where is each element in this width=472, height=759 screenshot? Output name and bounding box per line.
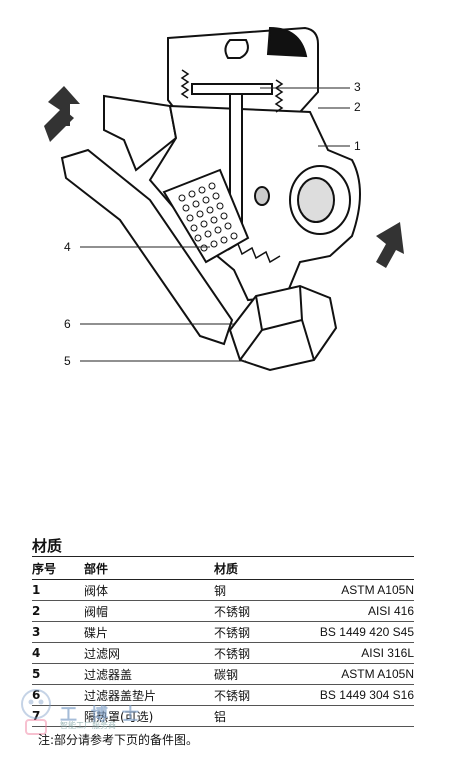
watermark-text: 工 博 士 (60, 705, 143, 725)
row-material: 不锈钢 (214, 625, 251, 640)
row-standard: ASTM A105N (341, 667, 414, 681)
callout-3: 3 (354, 80, 361, 94)
footnote: 注:部分请参考下页的备件图。 (38, 733, 199, 747)
strainer-screen (162, 168, 250, 264)
table-row: 7 隔热罩(可选) 铝 (32, 706, 414, 727)
steam-trap-cutaway-drawing (44, 26, 404, 372)
row-part: 过滤器盖 (84, 667, 133, 682)
table-row: 4 过滤网 不锈钢 AISI 316L (32, 643, 414, 664)
row-part: 阀帽 (84, 604, 109, 619)
callout-4: 4 (64, 240, 71, 254)
header-no: 序号 (32, 561, 57, 576)
row-no: 6 (32, 688, 41, 702)
table-row: 6 过滤器盖垫片 不锈钢 BS 1449 304 S16 (32, 685, 414, 706)
header-material: 材质 (214, 561, 239, 576)
row-no: 4 (32, 646, 41, 660)
row-material: 铝 (214, 709, 227, 724)
row-no: 3 (32, 625, 41, 639)
thread-lines (180, 69, 284, 264)
strainer-cap (228, 284, 338, 372)
row-no: 5 (32, 667, 41, 681)
row-material: 不锈钢 (214, 688, 251, 703)
disc (191, 83, 273, 235)
row-no: 1 (32, 583, 41, 597)
header-standard (304, 557, 414, 580)
row-standard: AISI 316L (361, 646, 414, 660)
row-part: 过滤器盖垫片 (84, 688, 157, 703)
table-row: 2 阀帽 不锈钢 AISI 416 (32, 601, 414, 622)
row-standard: AISI 416 (367, 604, 414, 618)
callout-6: 6 (64, 317, 71, 331)
table-row: 1 阀体 钢 ASTM A105N (32, 580, 414, 601)
outlet-flow-arrow (376, 222, 404, 268)
row-standard: ASTM A105N (341, 583, 414, 597)
watermark-robot-icon (21, 689, 51, 735)
row-no: 7 (32, 709, 41, 723)
row-part: 碟片 (84, 625, 109, 640)
materials-table: 序号 部件 材质 1 阀体 钢 ASTM A105N 2 阀帽 不锈钢 AISI… (32, 556, 414, 727)
table-header-row: 序号 部件 材质 (32, 556, 414, 580)
row-standard: BS 1449 304 S16 (319, 688, 414, 702)
row-material: 不锈钢 (214, 604, 251, 619)
row-material: 不锈钢 (214, 646, 251, 661)
callout-5: 5 (64, 354, 71, 368)
header-part: 部件 (84, 561, 109, 576)
callout-2: 2 (354, 100, 361, 114)
watermark-subtext: 智能工厂服务商 (60, 721, 116, 730)
row-part: 隔热罩(可选) (84, 709, 154, 724)
outlet-port (254, 165, 351, 235)
materials-title: 材质 (32, 537, 63, 555)
table-row: 3 碟片 不锈钢 BS 1449 420 S45 (32, 622, 414, 643)
row-no: 2 (32, 604, 41, 618)
row-material: 钢 (214, 583, 227, 598)
leader-lines (80, 87, 350, 362)
row-part: 过滤网 (84, 646, 121, 661)
row-standard: BS 1449 420 S45 (319, 625, 414, 639)
table-row: 5 过滤器盖 碳钢 ASTM A105N (32, 664, 414, 685)
row-standard (304, 706, 414, 727)
row-part: 阀体 (84, 583, 109, 598)
row-material: 碳钢 (214, 667, 239, 682)
inlet-flow-arrow (44, 86, 80, 142)
callout-1: 1 (354, 139, 361, 153)
